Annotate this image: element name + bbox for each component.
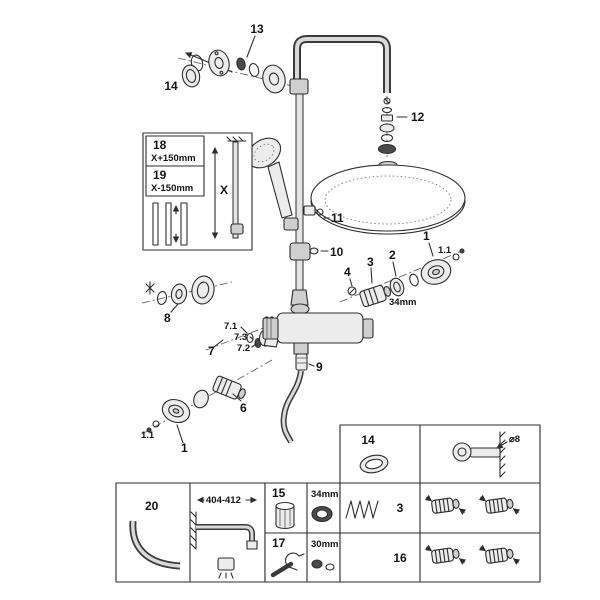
arm-tee-connector [289,78,309,95]
label-part-7-2: 7.2 [237,343,250,354]
panel-15-17: 15 34mm 17 30mm [264,482,341,583]
x-dimension-icon: X [211,136,247,239]
dim-34mm-main: 34mm [389,297,416,308]
label-part-12: 12 [411,110,425,124]
asterisk-mark [145,281,155,295]
part-14-seal: 14 [164,64,201,93]
aerator-icon [217,557,235,579]
gasket-icon [359,454,389,474]
shower-arm [289,35,391,95]
label-part-7-1: 7.1 [224,321,238,332]
wrench-icon [270,552,305,578]
dim-x-plus-150: X+150mm [151,153,196,164]
hand-shower-holder [283,217,299,231]
part-9-hose: 9 [280,353,323,444]
label-part-8: 8 [164,311,171,325]
rail-tubes-icon [152,202,188,246]
spout-profile-icon [190,511,258,550]
part-13-wall-union: 13 [177,22,293,94]
label-part-4: 4 [344,265,351,279]
shower-rail [290,93,309,306]
label-part-16: 16 [393,551,407,565]
spring-icon [345,500,379,519]
sleeve-icon [275,501,295,530]
label-part-6: 6 [240,401,247,415]
length-variants-box: 18 X+150mm 19 X-150mm X [142,132,253,251]
thermostat-mixer-body [262,303,374,355]
part-10-slider: 10 [289,242,344,261]
label-part-2: 2 [389,248,396,262]
panel-20-spout: 20 404-412 [115,482,266,583]
hand-shower-handle [267,161,293,219]
label-part-14-panel: 14 [361,433,375,447]
bottom-right-grid: 14 ⌀8 3 16 [339,424,541,583]
label-part-3-panel: 3 [397,501,404,515]
dim-404-412: 404-412 [206,495,241,506]
label-part-7-3: 7.3 [234,332,247,343]
label-part-18: 18 [153,138,167,152]
parts-1-2-3-4-cartridge-handle: 4 3 2 34mm 1 1.1 [339,229,465,308]
label-part-14: 14 [164,79,178,93]
wall-bracket-icon: ⌀8 [452,431,520,478]
label-part-3: 3 [367,255,374,269]
rail-to-mixer-cone [290,289,309,306]
label-part-1-1-right: 1.1 [438,245,452,256]
label-part-9: 9 [316,360,323,374]
label-part-7: 7 [208,344,215,358]
dim-34mm-panel: 34mm [311,489,338,500]
label-part-20: 20 [145,499,159,513]
label-part-1-left: 1 [181,441,188,455]
label-part-13: 13 [250,22,264,36]
dim-x-label: X [220,183,228,197]
rain-shower-head [310,160,466,235]
stop-ring-icon [311,505,333,523]
parts-6-1-handle-left: 6 1.1 1 [141,359,273,455]
dim-30mm-panel: 30mm [311,539,338,550]
spray-face [324,175,452,225]
label-part-15: 15 [272,486,286,500]
part-8-union: 8 [141,275,233,325]
label-part-1-1-left: 1.1 [141,430,155,441]
part-11-clamp: 11 [303,205,344,225]
dim-x-minus-150: X-150mm [151,183,193,194]
hand-shower [246,137,299,231]
label-part-17: 17 [272,536,286,550]
dim-drill-8: ⌀8 [509,434,520,445]
label-part-10: 10 [330,245,344,259]
part-12-fasteners: 12 [377,96,425,160]
label-part-1-right: 1 [423,229,430,243]
label-part-19: 19 [153,168,167,182]
label-part-11: 11 [331,211,344,225]
